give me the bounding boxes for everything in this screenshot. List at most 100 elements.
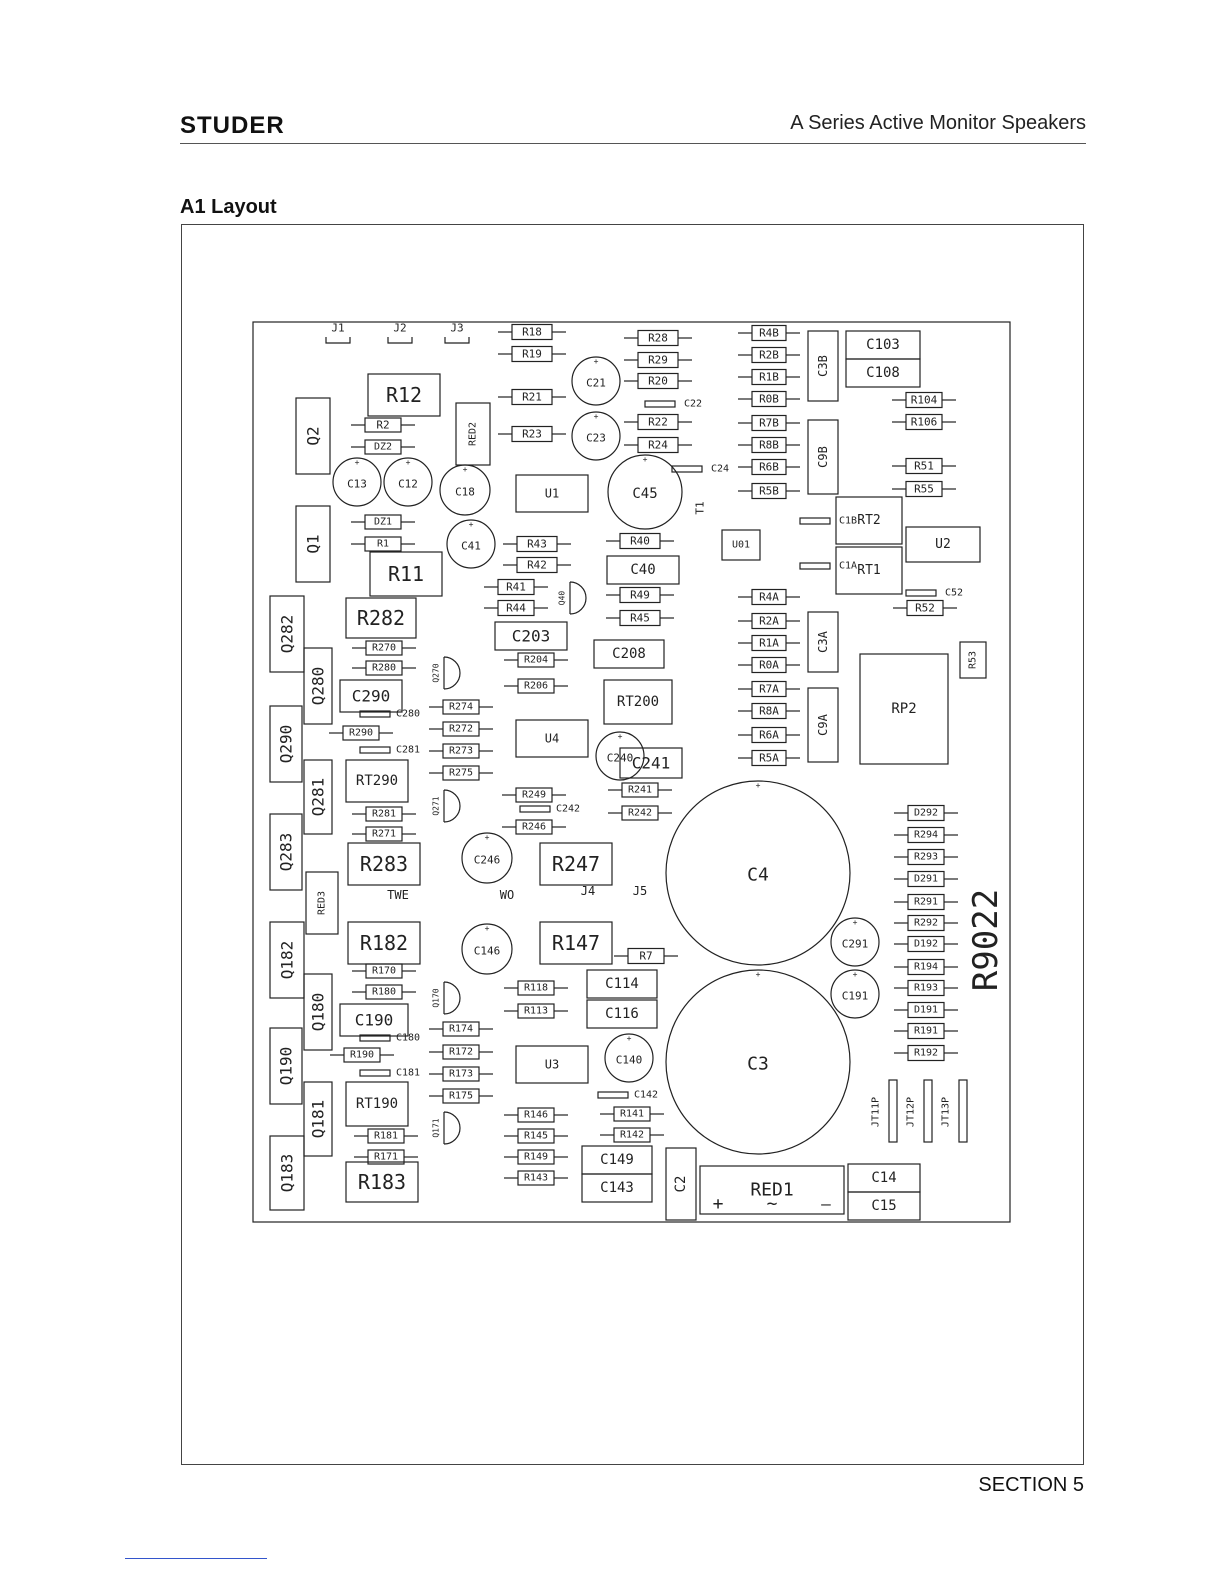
resistor bbox=[624, 413, 692, 431]
component-label: C9A bbox=[816, 713, 830, 735]
resistor bbox=[503, 556, 571, 574]
transistor-label: Q40 bbox=[558, 591, 567, 606]
component-label: R183 bbox=[358, 1170, 406, 1194]
component-label: U2 bbox=[935, 537, 951, 552]
component-box bbox=[807, 330, 839, 402]
transistor-label: Q170 bbox=[432, 988, 441, 1007]
component-label: C114 bbox=[605, 976, 639, 992]
component-label: U01 bbox=[732, 540, 750, 551]
resistor bbox=[738, 680, 800, 698]
component-box bbox=[539, 842, 613, 886]
resistor bbox=[330, 1047, 394, 1063]
component-box bbox=[593, 639, 665, 669]
resistor bbox=[614, 947, 678, 965]
capacitor bbox=[461, 832, 513, 884]
component-box bbox=[295, 505, 331, 583]
resistor-label: R1B bbox=[759, 371, 779, 384]
polarity-mark: + bbox=[756, 781, 761, 790]
component-label: Q282 bbox=[278, 615, 297, 654]
resistor bbox=[504, 1107, 568, 1123]
board-id-label: R9022 bbox=[966, 889, 1006, 991]
capacitor-label: C291 bbox=[842, 938, 869, 951]
resistor-label: R271 bbox=[372, 829, 396, 840]
resistor-label: R291 bbox=[914, 897, 938, 908]
resistor bbox=[894, 935, 958, 953]
tweeter-label: TWE bbox=[387, 888, 409, 902]
resistor bbox=[504, 1149, 568, 1165]
polarity-mark: + bbox=[627, 1034, 632, 1043]
polarity-mark: + bbox=[853, 970, 858, 979]
resistor-label: R171 bbox=[374, 1152, 398, 1163]
component-label: R12 bbox=[386, 383, 422, 407]
resistor bbox=[738, 390, 800, 408]
resistor bbox=[738, 634, 800, 652]
component-label: RT190 bbox=[356, 1096, 398, 1112]
transistor-label: Q271 bbox=[432, 796, 441, 815]
resistor-label: R191 bbox=[914, 1026, 938, 1037]
capacitor bbox=[446, 519, 496, 569]
jumper bbox=[958, 1079, 968, 1143]
component-box bbox=[515, 1045, 589, 1084]
resistor-label: R249 bbox=[522, 790, 546, 801]
component-label: C1B bbox=[839, 516, 857, 527]
resistor bbox=[738, 458, 800, 476]
resistor-label: R192 bbox=[914, 1048, 938, 1059]
component-box bbox=[606, 555, 680, 585]
component-label: C24 bbox=[711, 464, 729, 475]
resistor bbox=[606, 609, 674, 627]
resistor bbox=[351, 536, 415, 552]
connector-label: J3 bbox=[450, 322, 463, 335]
resistor bbox=[894, 1001, 958, 1019]
resistor-label: R44 bbox=[506, 602, 526, 615]
capacitor bbox=[383, 457, 433, 507]
component-label: C22 bbox=[684, 399, 702, 410]
component-label: C149 bbox=[600, 1152, 634, 1168]
resistor-label: R246 bbox=[522, 822, 546, 833]
component-box bbox=[367, 373, 441, 417]
component-box bbox=[494, 621, 568, 651]
resistor-label: R143 bbox=[524, 1173, 548, 1184]
resistor bbox=[606, 532, 674, 550]
component-box bbox=[269, 705, 303, 783]
resistor bbox=[329, 725, 393, 741]
small-capacitor bbox=[359, 1034, 391, 1042]
component-label: Q281 bbox=[309, 778, 328, 817]
component-box bbox=[721, 529, 761, 561]
component-box bbox=[295, 397, 331, 475]
component-label: C15 bbox=[871, 1198, 896, 1214]
connector-label: J1 bbox=[331, 322, 344, 335]
resistor-label: R29 bbox=[648, 354, 668, 367]
component-label: Q290 bbox=[277, 725, 296, 764]
polarity-mark: + bbox=[756, 970, 761, 979]
resistor-label: R106 bbox=[911, 416, 938, 429]
resistor-label: R4A bbox=[759, 591, 779, 604]
component-label: JT13P bbox=[941, 1097, 952, 1127]
component-box bbox=[665, 1147, 697, 1221]
polarity-mark: + bbox=[618, 732, 623, 741]
capacitor bbox=[604, 1033, 654, 1083]
studer-logo: STUDER bbox=[180, 112, 285, 139]
component-label: RP2 bbox=[891, 701, 916, 717]
component-box bbox=[959, 641, 987, 679]
capacitor-label: C3 bbox=[747, 1054, 769, 1075]
resistor-label: R141 bbox=[620, 1109, 644, 1120]
component-label: Q1 bbox=[304, 534, 323, 553]
resistor bbox=[429, 743, 493, 759]
resistor-label: R55 bbox=[914, 483, 934, 496]
resistor bbox=[484, 578, 548, 596]
component-box bbox=[905, 526, 981, 563]
resistor bbox=[894, 870, 958, 888]
polarity-mark: + bbox=[853, 918, 858, 927]
component-label: C142 bbox=[634, 1090, 658, 1101]
component-label: C14 bbox=[871, 1170, 896, 1186]
component-box bbox=[345, 759, 409, 803]
resistor-label: R275 bbox=[449, 768, 473, 779]
resistor-label: R180 bbox=[372, 987, 396, 998]
component-label: Q183 bbox=[278, 1154, 297, 1193]
resistor-label: R4B bbox=[759, 327, 779, 340]
connector bbox=[387, 337, 413, 344]
small-capacitor bbox=[359, 746, 391, 754]
component-label: C3B bbox=[816, 355, 830, 377]
resistor bbox=[504, 1170, 568, 1186]
resistor bbox=[498, 323, 566, 341]
